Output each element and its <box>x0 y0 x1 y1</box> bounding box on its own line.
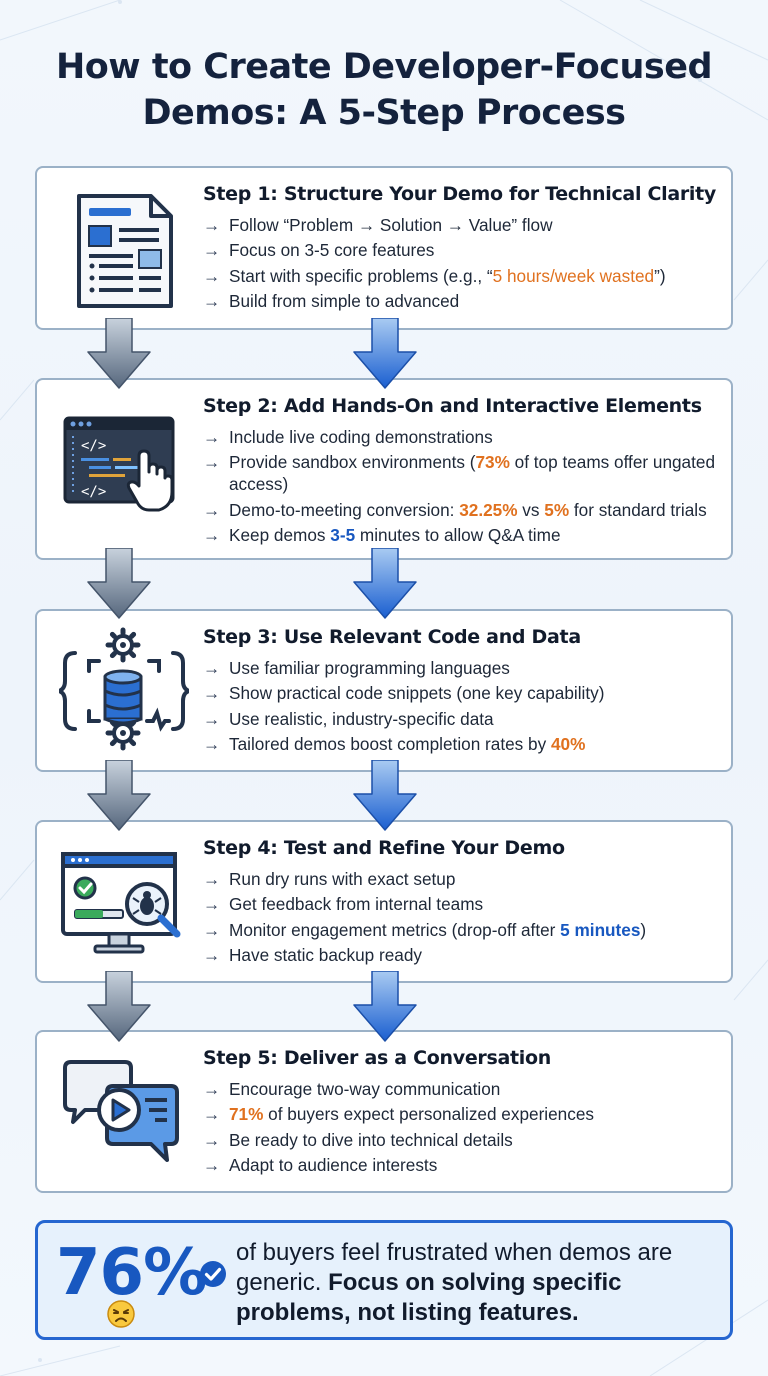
arrow-right-icon: → <box>203 291 221 312</box>
list-item: →71% of buyers expect personalized exper… <box>203 1104 594 1125</box>
down-arrow-icon <box>353 971 417 1042</box>
list-item: →Use familiar programming languages <box>203 658 510 678</box>
arrow-right-icon: → <box>203 683 221 704</box>
page-title-line-1: How to Create Developer-Focused <box>55 47 713 87</box>
list-item: →Include live coding demonstrations <box>203 427 493 447</box>
arrow-right-icon: → <box>203 1155 221 1176</box>
down-arrow-icon <box>353 318 417 389</box>
list-item: →Demo-to-meeting conversion: 32.25% vs 5… <box>203 499 707 520</box>
monitor-bug-search-icon <box>59 836 189 966</box>
arrow-right-icon: → <box>203 427 221 447</box>
svg-text:</>: </> <box>81 438 106 454</box>
arrow-right-icon: → <box>203 894 221 915</box>
list-item: →Tailored demos boost completion rates b… <box>203 734 586 755</box>
list-item: →Be ready to dive into technical details <box>203 1129 513 1150</box>
down-arrow-icon <box>87 971 151 1042</box>
step-5-title: Step 5: Deliver as a Conversation <box>203 1047 551 1069</box>
step-2-bullets: →Include live coding demonstrations →Pro… <box>203 426 727 550</box>
step-2-title: Step 2: Add Hands-On and Interactive Ele… <box>203 395 702 417</box>
step-1-title: Step 1: Structure Your Demo for Technica… <box>203 183 717 205</box>
arrow-right-icon: → <box>203 499 221 520</box>
page-title-line-2: Demos: A 5-Step Process <box>142 93 627 133</box>
highlight-value: 5 minutes <box>560 919 641 940</box>
highlight-value: 73% <box>475 452 510 473</box>
step-2-card: </> </> Step 2: Add Hands-On and Interac… <box>35 378 733 560</box>
list-item: →Follow “Problem → Solution → Value” flo… <box>203 215 553 235</box>
arrow-right-icon: → <box>203 1129 221 1150</box>
arrow-right-icon: → <box>203 525 221 546</box>
svg-text:</>: </> <box>81 484 106 500</box>
arrow-right-icon: → <box>203 215 221 235</box>
step-3-card: Step 3: Use Relevant Code and Data →Use … <box>35 609 733 772</box>
document-layout-icon <box>59 182 189 312</box>
step-3-bullets: →Use familiar programming languages →Sho… <box>203 657 727 759</box>
list-item: →Get feedback from internal teams <box>203 894 484 915</box>
step-3-title: Step 3: Use Relevant Code and Data <box>203 626 581 648</box>
arrow-right-icon: → <box>203 265 221 286</box>
list-item: →Focus on 3-5 core features <box>203 240 435 261</box>
list-item: →Start with specific problems (e.g., “5 … <box>203 265 666 286</box>
arrow-right-icon: → <box>203 869 221 889</box>
list-item: →Encourage two-way communication <box>203 1079 501 1099</box>
arrow-right-icon: → <box>203 452 221 473</box>
step-5-card: Step 5: Deliver as a Conversation →Encou… <box>35 1030 733 1193</box>
arrow-right-icon: → <box>203 658 221 678</box>
arrow-right-icon: → <box>203 734 221 755</box>
step-4-bullets: →Run dry runs with exact setup →Get feed… <box>203 868 727 970</box>
down-arrow-icon <box>353 548 417 619</box>
arrow-right-icon: → <box>203 240 221 261</box>
step-4-card: Step 4: Test and Refine Your Demo →Run d… <box>35 820 733 983</box>
down-arrow-icon <box>353 760 417 831</box>
list-item: →Show practical code snippets (one key c… <box>203 683 605 704</box>
list-item: →Provide sandbox environments (73% of to… <box>203 452 716 495</box>
list-item: →Monitor engagement metrics (drop-off af… <box>203 919 647 940</box>
highlight-value: 40% <box>550 734 586 755</box>
highlight-value: 3-5 <box>330 525 356 546</box>
list-item: →Use realistic, industry-specific data <box>203 708 494 729</box>
code-data-gears-icon <box>59 625 189 755</box>
page-title: How to Create Developer-Focused Demos: A… <box>0 44 768 136</box>
down-arrow-icon <box>87 548 151 619</box>
list-item: →Build from simple to advanced <box>203 291 460 312</box>
list-item: →Keep demos 3-5 minutes to allow Q&A tim… <box>203 525 561 546</box>
code-window-cursor-icon: </> </> <box>59 394 189 524</box>
arrow-right-icon: → <box>203 708 221 729</box>
highlight-value: 5 hours/week wasted <box>492 265 655 286</box>
frustrated-face-icon <box>107 1300 135 1328</box>
stat-message: of buyers feel frustrated when demos are… <box>236 1239 673 1326</box>
step-1-card: Step 1: Structure Your Demo for Technica… <box>35 166 733 330</box>
stat-callout: 76% of buyers feel frustrated when demos… <box>35 1220 733 1340</box>
highlight-value: 5% <box>544 499 570 520</box>
list-item: →Run dry runs with exact setup <box>203 869 456 889</box>
highlight-value: 71% <box>229 1104 264 1125</box>
chat-video-icon <box>59 1046 189 1176</box>
check-circle-icon <box>200 1261 226 1287</box>
step-5-bullets: →Encourage two-way communication →71% of… <box>203 1078 727 1180</box>
arrow-right-icon: → <box>203 1079 221 1099</box>
arrow-right-icon: → <box>203 1104 221 1125</box>
down-arrow-icon <box>87 318 151 389</box>
arrow-right-icon: → <box>203 945 221 966</box>
down-arrow-icon <box>87 760 151 831</box>
highlight-value: 32.25% <box>459 499 518 520</box>
arrow-right-icon: → <box>203 919 221 940</box>
stat-value: 76% <box>56 1236 207 1310</box>
list-item: →Have static backup ready <box>203 945 422 966</box>
step-4-title: Step 4: Test and Refine Your Demo <box>203 837 565 859</box>
step-1-bullets: →Follow “Problem → Solution → Value” flo… <box>203 214 727 316</box>
list-item: →Adapt to audience interests <box>203 1155 438 1176</box>
